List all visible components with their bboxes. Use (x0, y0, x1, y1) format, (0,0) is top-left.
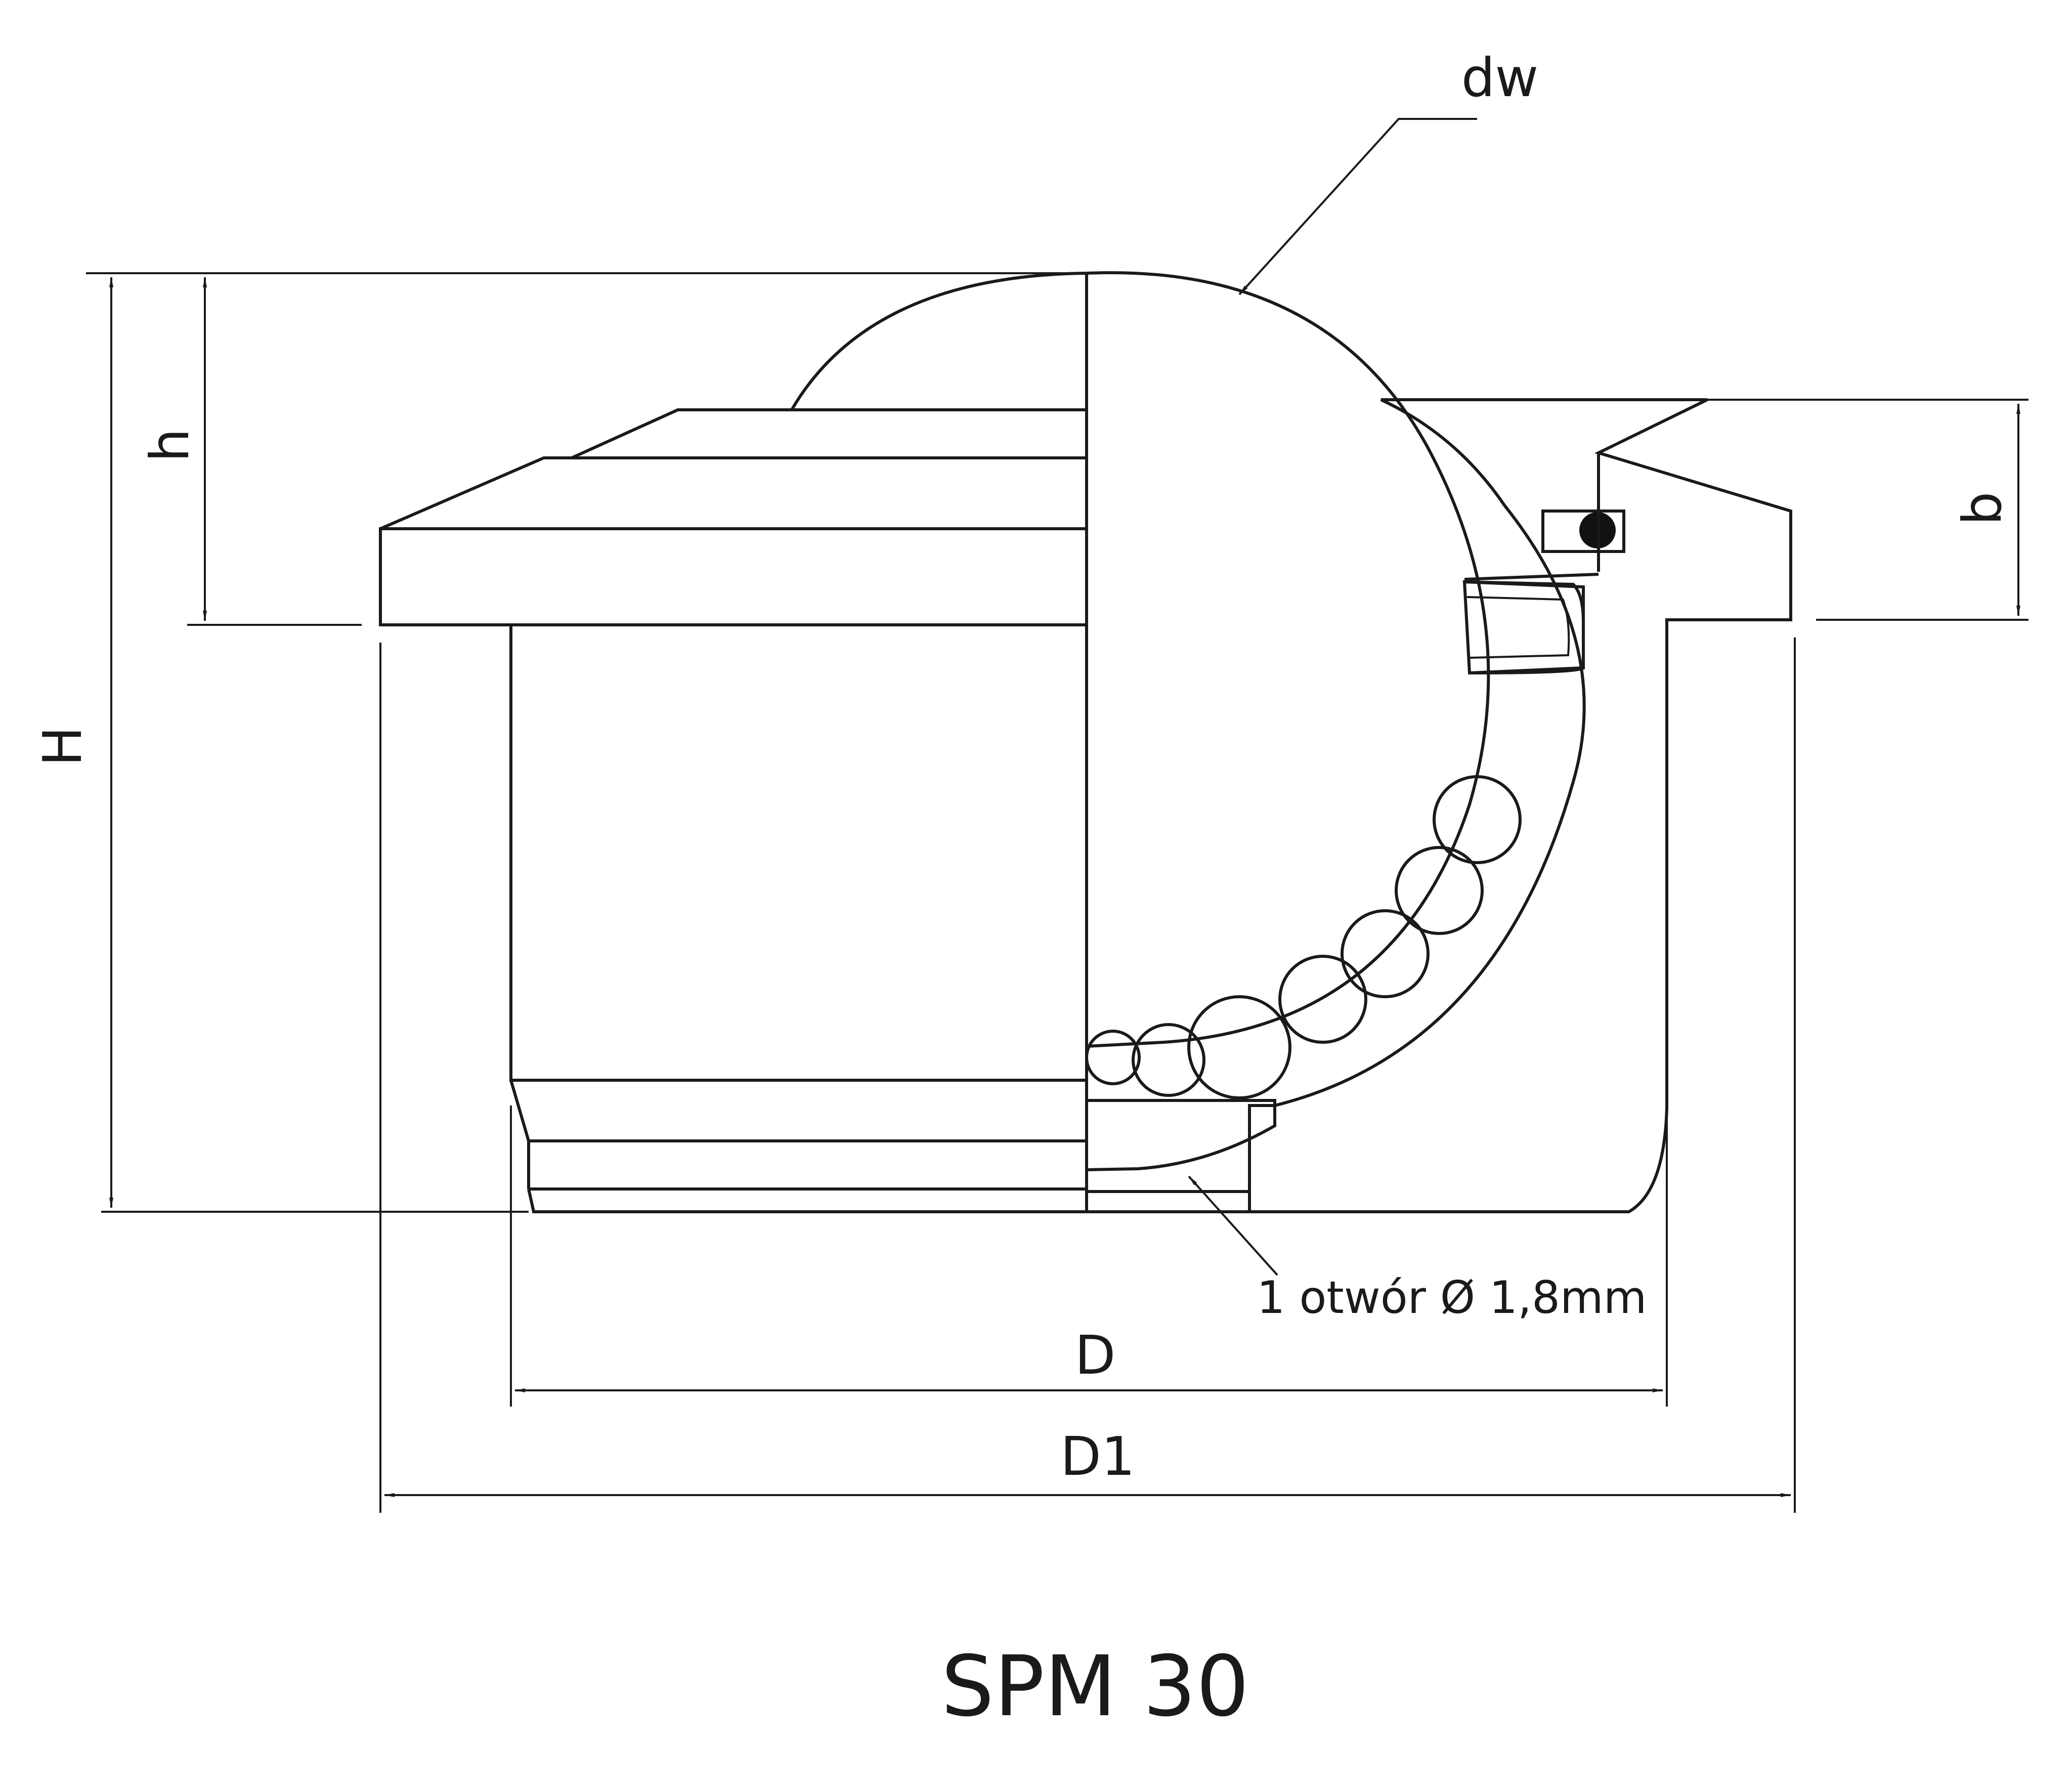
housing-section (1248, 398, 1792, 1213)
dimension-labels: dw h H b 1 otwór Ø 1,8mm D D1 SPM 30 (32, 47, 2013, 1735)
bottom-retainer (1085, 273, 1276, 1213)
label-D1: D1 (1060, 1426, 1135, 1488)
left-half-outline (379, 272, 1088, 1213)
drawing-title: SPM 30 (941, 1638, 1249, 1735)
support-balls (1085, 775, 1522, 1099)
label-D: D (1075, 1325, 1116, 1386)
label-H: H (32, 727, 94, 767)
label-hole-note: 1 otwór Ø 1,8mm (1257, 1271, 1647, 1324)
label-h: h (139, 429, 201, 462)
main-ball-section (1085, 271, 1490, 1048)
label-dw: dw (1461, 47, 1539, 109)
dimension-lines (86, 118, 2028, 1513)
label-b: b (1952, 492, 2013, 526)
